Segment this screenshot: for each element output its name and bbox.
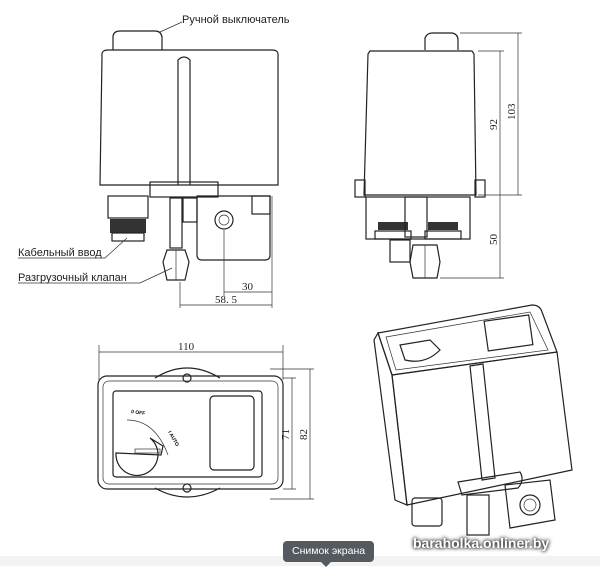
- isometric-view: [373, 304, 573, 536]
- dim-110: 110: [178, 341, 195, 353]
- dim-71: 71: [280, 429, 292, 440]
- dim-103: 103: [506, 103, 518, 120]
- dial-off-label: 0 OFF: [131, 409, 146, 417]
- dial-auto-label: I AUTO: [166, 430, 180, 448]
- dim-30: 30: [242, 281, 254, 293]
- dim-50: 50: [488, 234, 500, 246]
- front-view: [18, 21, 279, 308]
- label-cable-entry: Кабельный ввод: [18, 247, 102, 259]
- top-view: [97, 345, 314, 500]
- watermark: baraholka.onliner.by: [413, 535, 550, 551]
- dim-82: 82: [298, 429, 310, 440]
- dim-58-5: 58. 5: [215, 294, 238, 306]
- side-view: [354, 32, 522, 279]
- label-relief-valve: Разгрузочный клапан: [18, 272, 127, 284]
- dim-92: 92: [488, 119, 500, 130]
- screenshot-tooltip: Снимок экрана: [283, 541, 375, 567]
- label-manual-switch: Ручной выключатель: [182, 14, 290, 26]
